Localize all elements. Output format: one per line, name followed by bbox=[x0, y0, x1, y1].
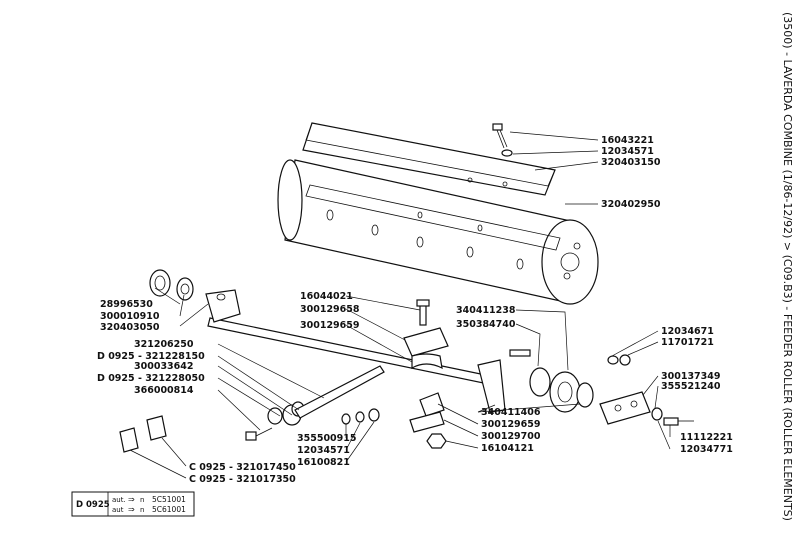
footnote-line2-prefix: aut bbox=[112, 506, 124, 514]
footnote-code: D 0925 bbox=[76, 500, 110, 510]
part-label: 300129700 bbox=[481, 431, 541, 442]
leader-lines bbox=[129, 131, 671, 479]
part-label: 16104121 bbox=[481, 443, 534, 454]
left-pin-assembly bbox=[245, 365, 385, 441]
vertical-title: (3500) - LAVERDA COMBINE (1/86-12/92) > … bbox=[781, 12, 794, 521]
part-label: C 0925 - 321017450 bbox=[189, 462, 296, 473]
footnote-line2-arrow: ⇒ bbox=[128, 505, 135, 514]
part-label: 11112221 bbox=[680, 432, 733, 443]
top-bolt bbox=[492, 123, 513, 157]
right-flange bbox=[599, 354, 694, 426]
part-label: 320403050 bbox=[100, 322, 160, 333]
part-label: 355500915 bbox=[297, 433, 357, 444]
footnote-line2-suffix: n bbox=[140, 506, 144, 514]
part-labels: 16043221 12034571 320403150 320402950 28… bbox=[97, 135, 733, 485]
roller-drum bbox=[277, 159, 599, 305]
part-label: 16044021 bbox=[300, 291, 353, 302]
part-label: 12034571 bbox=[297, 445, 350, 456]
drawing bbox=[119, 122, 694, 479]
clamp-upper bbox=[403, 299, 449, 370]
part-label: 16043221 bbox=[601, 135, 654, 146]
part-label: 12034571 bbox=[601, 146, 654, 157]
part-label: 340411238 bbox=[456, 305, 516, 316]
part-label: 355521240 bbox=[661, 381, 721, 392]
footnote-box: D 0925 aut. ⇒ n 5C51001 aut ⇒ n 5C61001 bbox=[71, 491, 195, 517]
lower-clips bbox=[409, 392, 447, 449]
part-label: 320403150 bbox=[601, 157, 661, 168]
footnote-line1-arrow: ⇒ bbox=[128, 495, 135, 504]
part-label: 320402950 bbox=[601, 199, 661, 210]
part-label: 340411406 bbox=[481, 407, 541, 418]
part-label: D 0925 - 321228050 bbox=[97, 373, 205, 384]
part-label: 300137349 bbox=[661, 371, 721, 382]
part-label: 28996530 bbox=[100, 299, 153, 310]
part-label: 300033642 bbox=[134, 361, 194, 372]
part-label: C 0925 - 321017350 bbox=[189, 474, 296, 485]
footnote-line2-value: 5C61001 bbox=[152, 505, 186, 514]
part-label: 12034671 bbox=[661, 326, 714, 337]
part-label: 12034771 bbox=[680, 444, 733, 455]
cover-plate bbox=[302, 122, 556, 196]
right-hub bbox=[477, 349, 594, 413]
part-label: 350384740 bbox=[456, 319, 516, 330]
scraper-blades bbox=[119, 415, 167, 453]
part-label: 300129659 bbox=[481, 419, 541, 430]
part-label: D 0925 - 321228150 bbox=[97, 351, 205, 362]
part-label: 300129659 bbox=[300, 320, 360, 331]
part-label: 300129658 bbox=[300, 304, 360, 315]
footnote-line1-value: 5C51001 bbox=[152, 495, 186, 504]
footnote-line1-suffix: n bbox=[140, 496, 144, 504]
shaft bbox=[205, 289, 501, 387]
left-bearing bbox=[149, 269, 194, 301]
part-label: 300010910 bbox=[100, 311, 160, 322]
part-label: 366000814 bbox=[134, 385, 194, 396]
part-label: 11701721 bbox=[661, 337, 714, 348]
footnote-line1-prefix: aut. bbox=[112, 496, 126, 504]
part-label: 16100821 bbox=[297, 457, 350, 468]
part-label: 321206250 bbox=[134, 339, 194, 350]
